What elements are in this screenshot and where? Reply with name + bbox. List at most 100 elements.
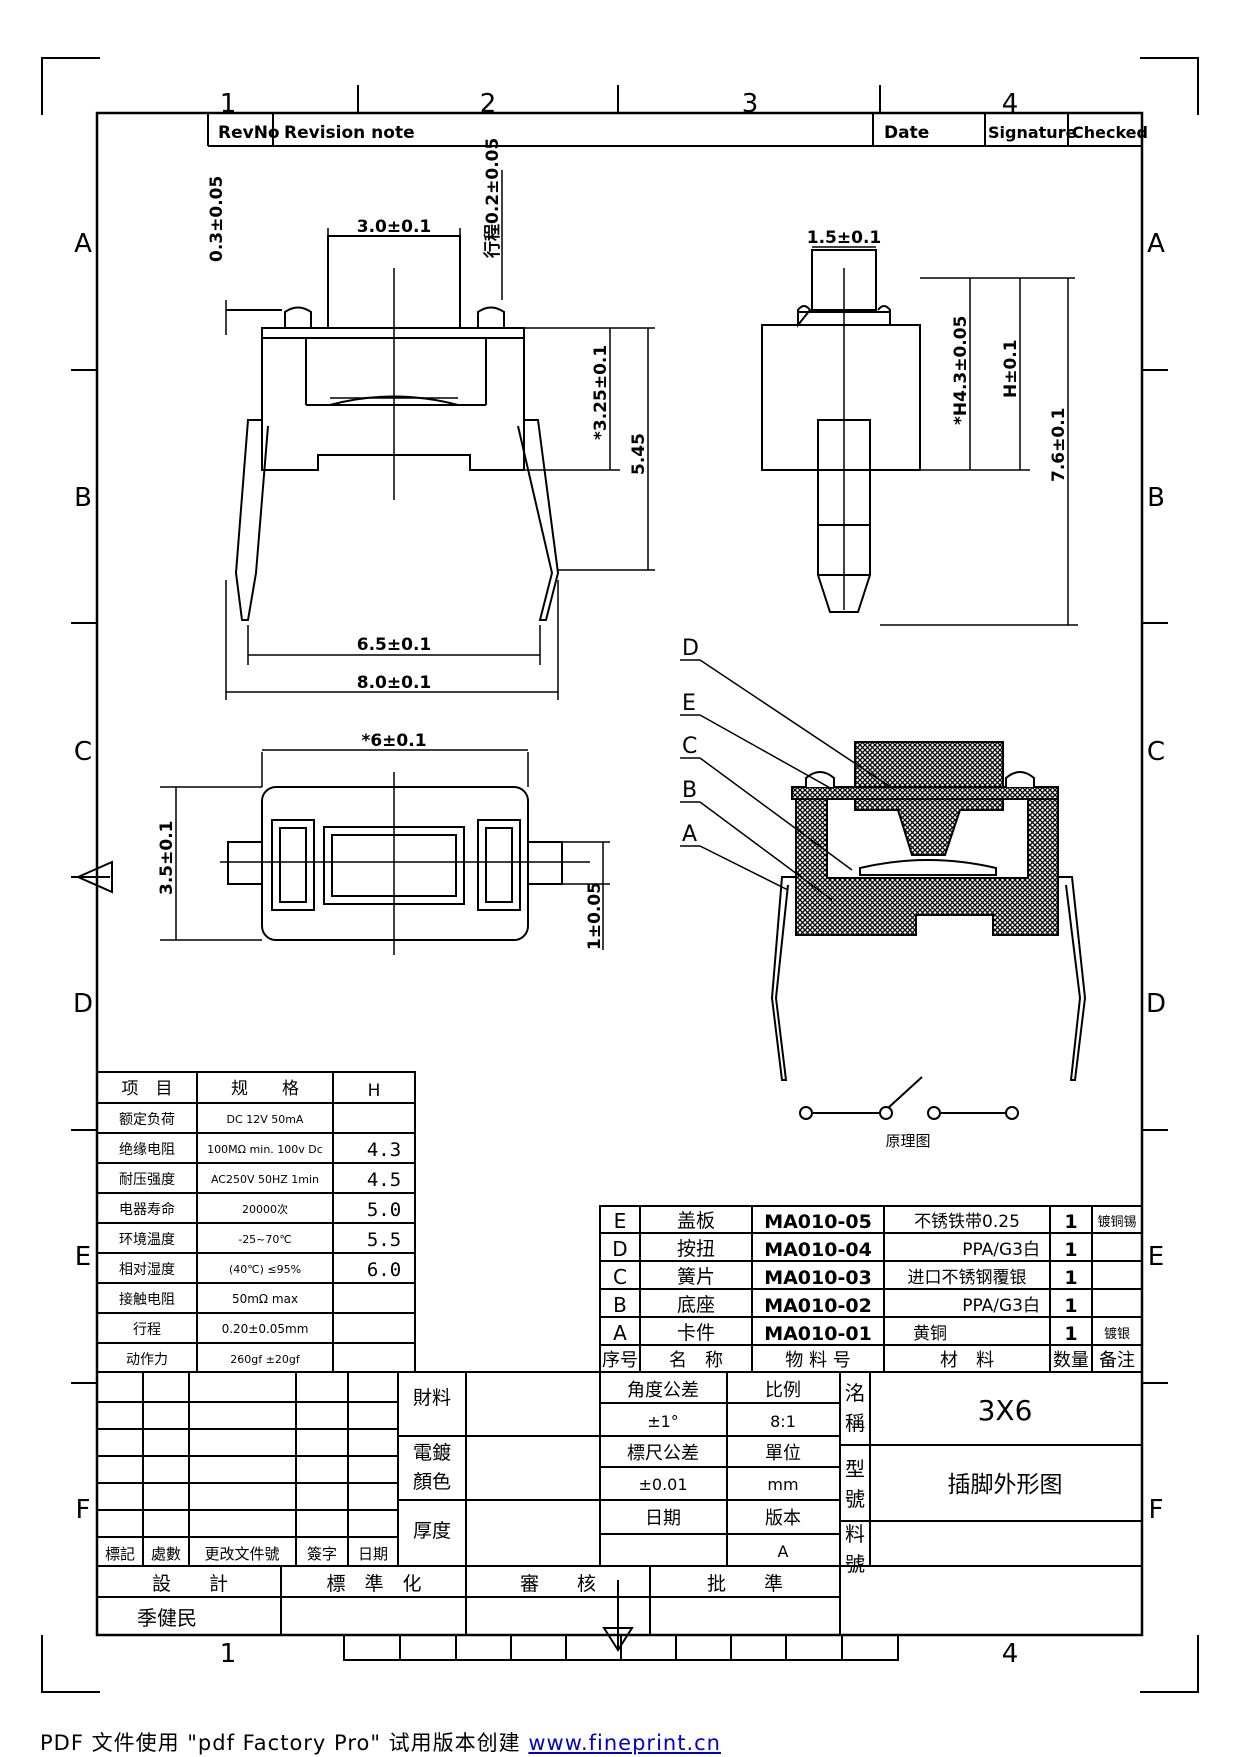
review-label: 審 核 [520,1573,596,1595]
unit-value: mm [767,1475,798,1494]
spec-item: 接触电阻 [119,1291,175,1308]
bom-header-no: 序号 [602,1350,638,1371]
bom-material: 进口不锈钢覆银 [908,1268,1027,1288]
bom-no: E [614,1209,627,1233]
bom-part: MA010-04 [764,1239,872,1261]
section-label-d: D [682,636,699,661]
bom-no: A [613,1321,627,1345]
rev-header-note: Revision note [284,123,415,143]
bom-header-name: 名 称 [669,1350,723,1371]
zone-ticks [71,85,1168,1652]
spec-value: (40℃) ≤95% [229,1263,301,1276]
bom-name: 卡件 [677,1322,715,1344]
designer-name: 季健民 [137,1606,197,1630]
bom-table-grid [599,1205,1143,1373]
row-label-c-right: C [1147,737,1165,767]
spec-item: 额定负荷 [119,1112,175,1128]
bom-note: 镀铜锡 [1097,1214,1136,1230]
row-label-e-left: E [75,1242,91,1272]
name-label-2: 稱 [845,1411,865,1435]
bom-header-part: 物 料 号 [785,1350,850,1371]
col-label-4: 4 [1002,89,1019,119]
scale-label: 比例 [765,1380,801,1401]
row-label-a-right: A [1147,229,1165,259]
col-label-2: 2 [480,89,497,119]
row-label-b-left: B [74,483,92,513]
dim-side-height-1: *H4.3±0.05 [951,316,971,425]
date-label: 日期 [645,1508,681,1529]
spec-value: 50mΩ max [232,1292,298,1306]
change-col-date: 日期 [358,1545,388,1563]
bom-no: B [613,1293,627,1317]
col-label-1-bottom: 1 [220,1639,237,1669]
bom-header-qty: 数量 [1053,1350,1089,1371]
title-block-grid [96,1371,1143,1661]
dim-side-height-2: H±0.1 [1001,339,1021,398]
bom-material: 黄铜 [913,1324,947,1344]
col-label-4-bottom: 4 [1002,1639,1019,1669]
dim-pin-width: 1±0.05 [585,882,605,950]
bom-note: 镀银 [1104,1326,1130,1342]
bom-part: MA010-01 [764,1323,872,1345]
rev-header-date: Date [884,123,929,143]
bom-name: 盖板 [677,1210,715,1232]
spec-value: -25~70℃ [238,1233,292,1246]
bom-name: 簧片 [677,1266,715,1288]
spec-h: 5.0 [367,1199,401,1221]
bom-part: MA010-02 [764,1295,872,1317]
spec-header-spec: 规 格 [231,1079,299,1099]
spec-item: 电器寿命 [119,1201,175,1218]
bom-qty: 1 [1064,1323,1077,1345]
bom-header-material: 材 料 [940,1350,994,1371]
model-label-1: 型 [845,1457,865,1481]
front-view [225,170,655,700]
dim-side-width: 1.5±0.1 [807,228,881,248]
switch-schematic [799,1076,1019,1120]
side-view [761,246,1078,626]
dim-pin-pitch: 6.5±0.1 [357,635,431,655]
title-block: 財料 電鍍 顏色 厚度 角度公差 ±1° 比例 8:1 標尺公差 ±0.01 單… [105,1380,1063,1630]
row-label-b-right: B [1147,483,1165,513]
spec-value: 100MΩ min. 100v Dc [207,1143,323,1156]
bom-no: C [613,1265,627,1289]
revision-strip [207,113,1142,147]
spec-value: AC250V 50HZ 1min [211,1173,319,1186]
partno-label-1: 料 [845,1522,865,1546]
spec-table: 项 目 规 格 H 额定负荷 DC 12V 50mA 绝缘电阻 100MΩ mi… [119,1079,401,1368]
section-label-b: B [682,778,697,803]
spec-header-item: 项 目 [122,1079,173,1099]
plating-label-2: 顏色 [413,1471,451,1493]
bom-material: PPA/G3白 [962,1240,1040,1260]
spec-value: 0.20±0.05mm [222,1322,309,1336]
unit-label: 單位 [765,1443,801,1464]
bottom-view [160,749,610,955]
scale-value: 8:1 [770,1412,796,1431]
bom-qty: 1 [1064,1295,1077,1317]
change-col-mark: 標記 [105,1545,135,1563]
schematic-label: 原理图 [885,1132,930,1150]
bom-part: MA010-03 [764,1267,872,1289]
bom-name: 底座 [677,1294,715,1316]
dim-total-height: 5.45 [629,433,649,475]
dim-travel: 行程0.2±0.05 [482,138,503,259]
footer-link[interactable]: www.fineprint.cn [528,1731,721,1755]
spec-header-h: H [368,1081,381,1101]
bom-qty: 1 [1064,1267,1077,1289]
change-col-count: 處數 [151,1545,181,1563]
version-value: A [778,1542,789,1561]
approve-label: 批 準 [707,1573,783,1595]
spec-item: 耐压强度 [119,1172,175,1188]
material-label: 財料 [413,1387,451,1409]
section-label-e: E [682,691,696,716]
spec-h: 4.5 [367,1169,401,1191]
spec-item: 环境温度 [119,1232,175,1248]
row-label-c-left: C [74,737,92,767]
pdf-footer: PDF 文件使用 "pdf Factory Pro" 试用版本创建 www.fi… [40,1727,721,1757]
standard-label: 標 準 化 [326,1573,421,1595]
name-label-1: 洺 [845,1381,865,1405]
dim-body-height: *3.25±0.1 [591,345,611,440]
dim-tol-value: ±0.01 [638,1475,687,1494]
change-col-doc: 更改文件號 [204,1545,279,1563]
design-label: 設 計 [152,1573,228,1595]
angle-tol-label: 角度公差 [627,1380,699,1401]
